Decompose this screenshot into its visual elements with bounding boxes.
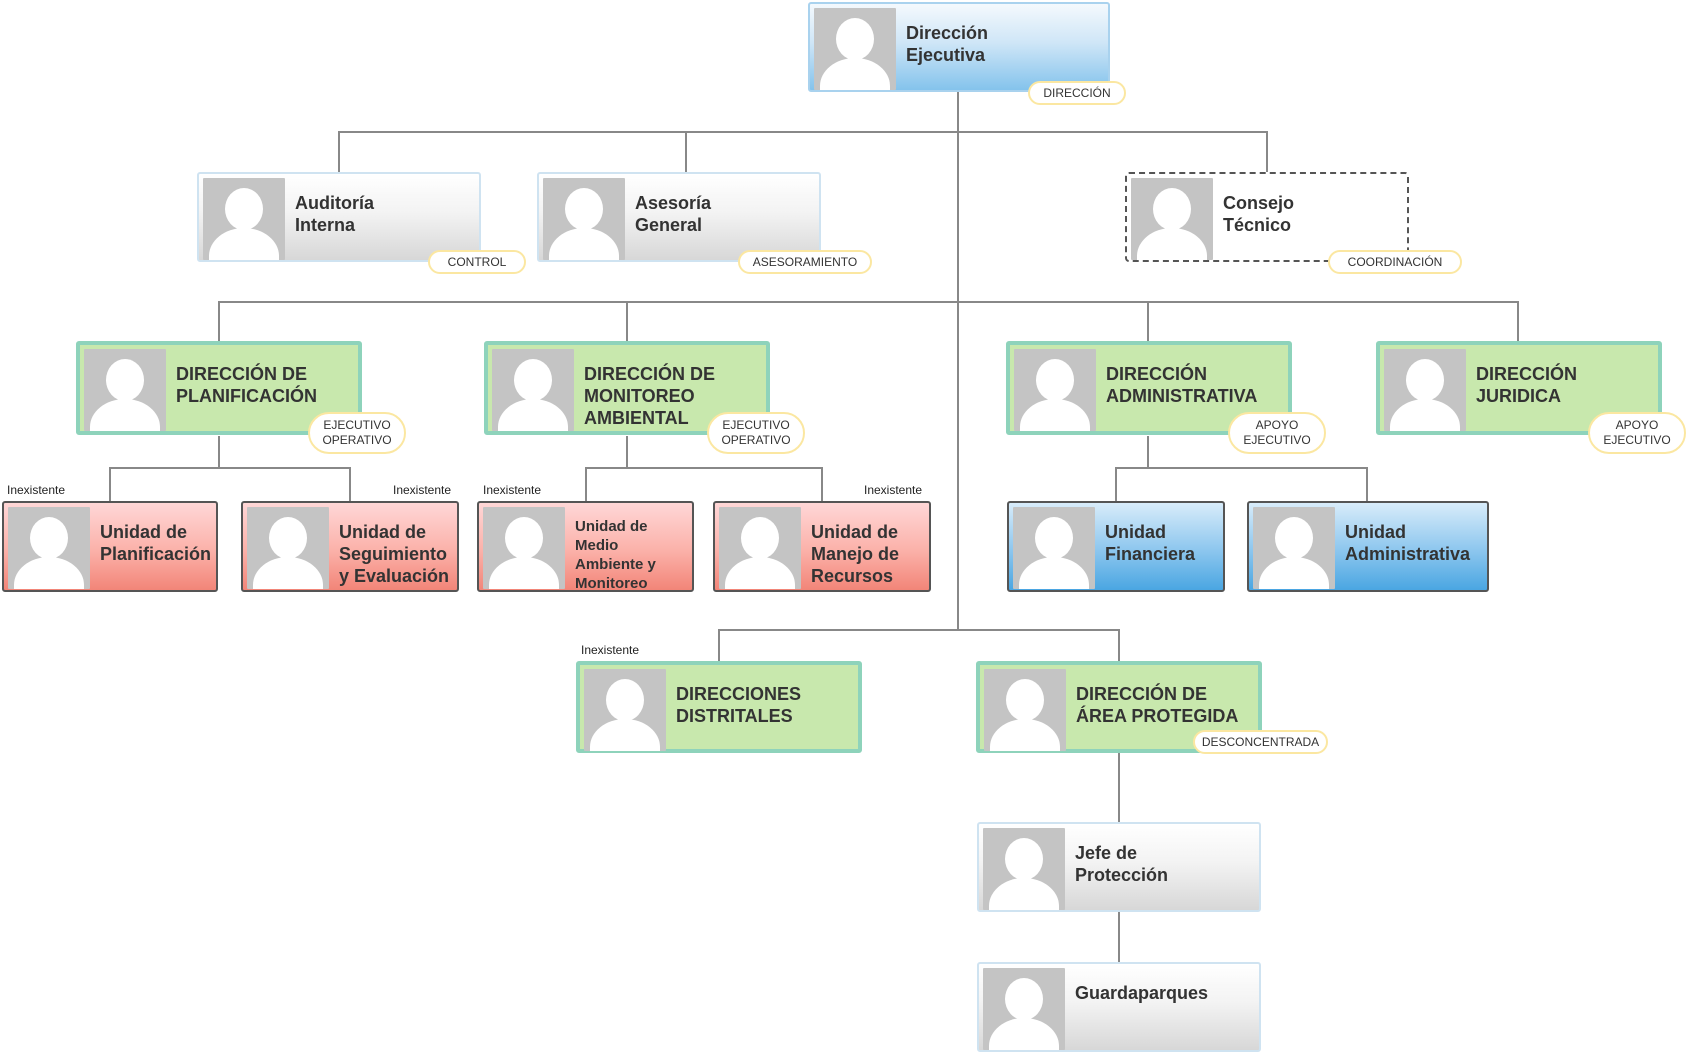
avatar [719, 507, 801, 589]
role-badge: EJECUTIVO OPERATIVO [308, 412, 406, 454]
node-title: Auditoría Interna [295, 193, 374, 235]
node-title: DIRECCIÓN DE ÁREA PROTEGIDA [1076, 684, 1239, 726]
role-badge: APOYO EJECUTIVO [1228, 412, 1326, 454]
role-badge: DESCONCENTRADA [1193, 730, 1328, 754]
node-auditoria-interna[interactable]: Auditoría Interna [197, 172, 481, 262]
avatar [84, 349, 166, 431]
node-title: Unidad de Planificación [100, 522, 212, 564]
avatar [203, 178, 285, 260]
role-badge: COORDINACIÓN [1328, 250, 1462, 274]
node-unidad-financiera[interactable]: Unidad Financiera [1007, 501, 1225, 592]
role-badge: CONTROL [428, 250, 526, 274]
status-note: Inexistente [581, 643, 640, 657]
connector [109, 436, 220, 502]
node-title: Unidad de Manejo de Recursos [811, 522, 900, 586]
node-unidad-medio-ambiente-monitoreo[interactable]: Unidad de Medio Ambiente y Monitoreo [477, 501, 694, 592]
connector [1148, 467, 1368, 502]
avatar [584, 669, 666, 751]
avatar [1013, 507, 1095, 589]
avatar [543, 178, 625, 260]
node-title: DIRECCIÓN JURIDICA [1476, 364, 1578, 406]
node-title: Unidad Administrativa [1345, 522, 1471, 564]
node-consejo-tecnico[interactable]: Consejo Técnico [1125, 172, 1409, 262]
node-unidad-seguimiento-evaluacion[interactable]: Unidad de Seguimiento y Evaluación [241, 501, 459, 592]
connector [218, 301, 1519, 342]
node-title: Asesoría General [635, 193, 712, 235]
connector [219, 467, 351, 502]
role-badge: ASESORAMIENTO [738, 250, 872, 274]
status-note: Inexistente [483, 483, 542, 497]
node-title: DIRECCIÓN DE PLANIFICACIÓN [176, 364, 317, 406]
node-direcciones-distritales[interactable]: DIRECCIONES DISTRITALES [576, 661, 862, 753]
node-guardaparques[interactable]: Guardaparques [977, 962, 1261, 1052]
avatar [984, 669, 1066, 751]
avatar [1131, 178, 1213, 260]
node-title: Jefe de Protección [1075, 843, 1169, 885]
connector [338, 131, 1268, 172]
avatar [983, 828, 1065, 910]
status-note: Inexistente [393, 483, 452, 497]
avatar [814, 8, 896, 90]
node-unidad-administrativa[interactable]: Unidad Administrativa [1247, 501, 1489, 592]
node-title: Unidad de Medio Ambiente y Monitoreo [575, 518, 656, 592]
node-jefe-proteccion[interactable]: Jefe de Protección [977, 822, 1261, 912]
avatar [247, 507, 329, 589]
avatar [1253, 507, 1335, 589]
avatar [983, 968, 1065, 1050]
node-title: Dirección Ejecutiva [906, 23, 989, 65]
avatar [483, 507, 565, 589]
avatar [8, 507, 90, 589]
node-direccion-area-protegida[interactable]: DIRECCIÓN DE ÁREA PROTEGIDA [976, 661, 1262, 753]
node-title: Guardaparques [1075, 983, 1209, 1003]
connector [627, 467, 823, 502]
node-title: DIRECCIÓN DE MONITOREO AMBIENTAL [584, 364, 716, 428]
node-unidad-manejo-recursos[interactable]: Unidad de Manejo de Recursos [713, 501, 931, 592]
role-badge: EJECUTIVO OPERATIVO [707, 412, 805, 454]
role-badge: APOYO EJECUTIVO [1588, 412, 1686, 454]
avatar [492, 349, 574, 431]
avatar [1384, 349, 1466, 431]
connector [585, 436, 628, 502]
node-title: DIRECCIÓN ADMINISTRATIVA [1106, 364, 1258, 406]
node-title: DIRECCIONES DISTRITALES [676, 684, 802, 726]
node-asesoria-general[interactable]: Asesoría General [537, 172, 821, 262]
connector [1115, 436, 1149, 502]
node-direccion-ejecutiva[interactable]: Dirección Ejecutiva [808, 2, 1110, 92]
node-title: Unidad Financiera [1105, 522, 1196, 564]
status-note: Inexistente [864, 483, 923, 497]
node-direccion-juridica[interactable]: DIRECCIÓN JURIDICA [1376, 341, 1662, 435]
node-title: Unidad de Seguimiento y Evaluación [339, 522, 450, 586]
connector [718, 629, 1120, 662]
node-unidad-planificacion[interactable]: Unidad de Planificación [2, 501, 218, 592]
status-note: Inexistente [7, 483, 66, 497]
role-badge: DIRECCIÓN [1028, 81, 1126, 105]
node-direccion-planificacion[interactable]: DIRECCIÓN DE PLANIFICACIÓN [76, 341, 362, 435]
node-title: Consejo Técnico [1223, 193, 1295, 235]
avatar [1014, 349, 1096, 431]
node-direccion-monitoreo-ambiental[interactable]: DIRECCIÓN DE MONITOREO AMBIENTAL [484, 341, 770, 435]
